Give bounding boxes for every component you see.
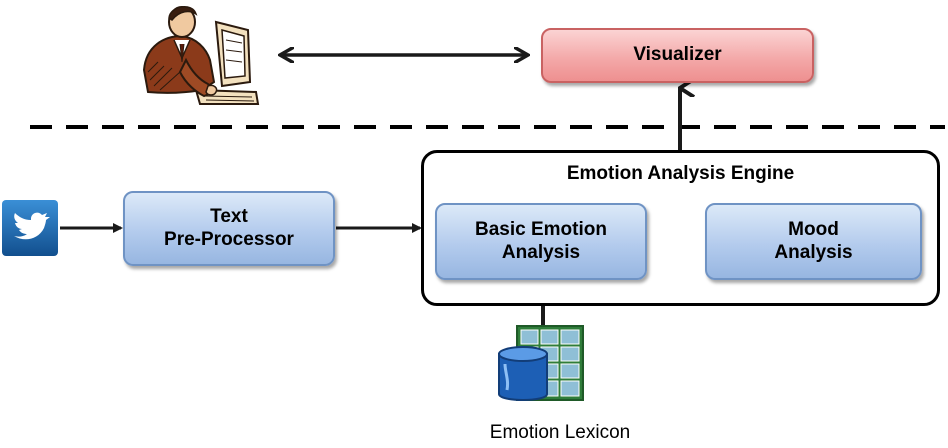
basic-emotion-analysis-box: Basic Emotion Analysis: [435, 203, 647, 280]
database-table-icon: [498, 325, 584, 401]
text-preprocessor-line2: Pre-Processor: [164, 228, 294, 250]
text-preprocessor-box: Text Pre-Processor: [123, 191, 335, 266]
basic-emotion-line2: Analysis: [501, 241, 581, 263]
twitter-icon: [2, 200, 58, 256]
twitter-bird-icon: [14, 212, 50, 240]
engine-title: Emotion Analysis Engine: [566, 163, 795, 184]
text-preprocessor-line1: Text: [210, 205, 248, 227]
basic-emotion-line1: Basic Emotion: [475, 218, 607, 240]
mood-line2: Analysis: [774, 241, 853, 263]
user-at-computer-icon: [142, 6, 260, 105]
emotion-lexicon-label: Emotion Lexicon: [489, 422, 631, 443]
mood-analysis-box: Mood Analysis: [705, 203, 922, 280]
visualizer-box: Visualizer: [541, 28, 814, 83]
mood-line1: Mood: [788, 218, 839, 240]
visualizer-label: Visualizer: [633, 44, 722, 66]
